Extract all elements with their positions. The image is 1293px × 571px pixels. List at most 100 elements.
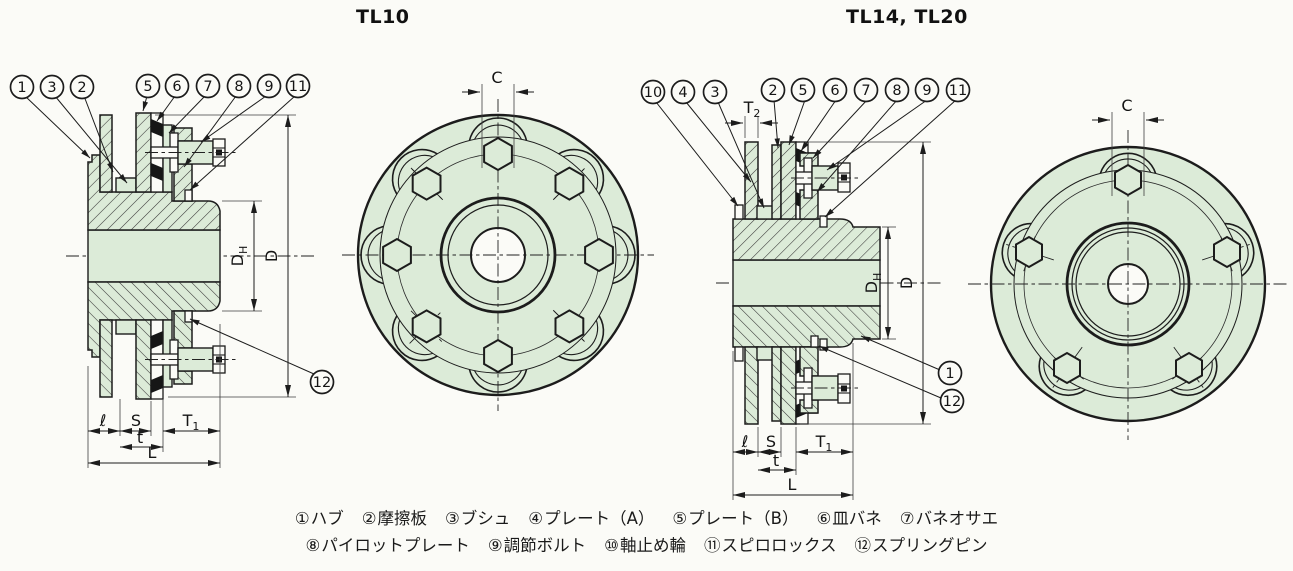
hub-section xyxy=(732,218,881,261)
callout-10: 10 xyxy=(640,79,666,105)
dim-label-d: D xyxy=(262,250,281,262)
bushing-section xyxy=(756,205,774,220)
friction-plate-section xyxy=(771,144,782,220)
scallop xyxy=(1099,152,1157,174)
svg-text:8: 8 xyxy=(234,79,243,95)
plate-b-section xyxy=(780,141,797,220)
bushing-section xyxy=(115,177,137,193)
tl14-shaft-bore xyxy=(732,259,881,307)
callout-3: 3 xyxy=(702,79,728,105)
tl10-title: TL10 xyxy=(356,6,410,28)
svg-text:2: 2 xyxy=(77,80,86,96)
bolt-hex xyxy=(483,137,513,171)
svg-text:7: 7 xyxy=(203,79,212,95)
dim-label-s: S xyxy=(131,411,141,430)
legend-item-7: ⑦バネオサエ xyxy=(899,509,999,528)
svg-text:11: 11 xyxy=(289,79,307,95)
tl14-section-view: T2 D DH ℓ S T1 t L xyxy=(640,77,971,500)
dim-label-t1: T1 xyxy=(182,411,200,433)
callout-7: 7 xyxy=(195,73,221,99)
bolt-hex xyxy=(483,339,513,373)
callout-9: 9 xyxy=(256,73,282,99)
dim-label-t: t xyxy=(137,428,143,447)
svg-text:6: 6 xyxy=(172,79,181,95)
bolt-hex xyxy=(1175,352,1203,384)
dim-label-l: L xyxy=(148,443,157,462)
dim-label-c: C xyxy=(1121,96,1132,115)
callout-11: 11 xyxy=(285,73,311,99)
retaining-ring-section xyxy=(734,204,744,220)
tl14-title: TL14, TL20 xyxy=(846,6,968,28)
dim-label-ell: ℓ xyxy=(741,432,749,451)
svg-text:6: 6 xyxy=(830,83,839,99)
bolt-hex xyxy=(411,166,442,201)
svg-text:4: 4 xyxy=(678,85,687,101)
svg-text:1: 1 xyxy=(17,80,26,96)
tl14-upper-parts xyxy=(732,141,881,261)
svg-text:5: 5 xyxy=(798,83,807,99)
bolt-hex xyxy=(1053,352,1081,384)
svg-text:3: 3 xyxy=(710,85,719,101)
tl10-front-view: C xyxy=(342,68,654,411)
legend-item-4: ④プレート（A） xyxy=(528,509,655,528)
dim-label-d: D xyxy=(897,277,916,289)
callout-6: 6 xyxy=(822,77,848,103)
legend-item-1: ①ハブ xyxy=(294,509,344,528)
dim-label-t: t xyxy=(773,451,779,470)
callout-6: 6 xyxy=(164,73,190,99)
legend-item-9: ⑨調節ボルト xyxy=(487,536,587,556)
legend-row-2: ⑧パイロットプレート ⑨調節ボルト ⑩軸止め輪 ⑪スピロロックス ⑫スプリングピ… xyxy=(0,532,1293,559)
tl14-lower-parts xyxy=(732,305,881,425)
bolt-hex xyxy=(1213,236,1241,268)
svg-text:1: 1 xyxy=(945,366,954,382)
dim-label-dh: DH xyxy=(228,246,250,267)
bolt-hex xyxy=(382,238,412,272)
dim-label-t1: T1 xyxy=(815,432,833,454)
plate-a-section xyxy=(744,141,759,220)
svg-text:5: 5 xyxy=(143,79,152,95)
legend-item-5: ⑤プレート（B） xyxy=(672,509,799,528)
legend-item-8: ⑧パイロットプレート xyxy=(305,536,470,556)
svg-text:7: 7 xyxy=(861,83,870,99)
svg-text:12: 12 xyxy=(313,375,331,391)
bolt-hex xyxy=(554,309,585,344)
bolt-hex xyxy=(554,166,585,201)
callout-9: 9 xyxy=(914,77,940,103)
spring-pin xyxy=(810,335,819,348)
legend-item-3: ③ブシュ xyxy=(444,509,511,528)
bolt-hex xyxy=(1114,164,1142,196)
callout-8: 8 xyxy=(884,77,910,103)
callout-3: 3 xyxy=(39,74,65,100)
callout-5: 5 xyxy=(790,77,816,103)
callout-4: 4 xyxy=(670,79,696,105)
callout-2: 2 xyxy=(69,74,95,100)
bolt-hex xyxy=(584,238,614,272)
disc-spring xyxy=(151,163,163,181)
dim-label-ell: ℓ xyxy=(99,411,107,430)
dim-label-c: C xyxy=(491,68,502,87)
legend-row-1: ①ハブ ②摩擦板 ③ブシュ ④プレート（A） ⑤プレート（B） ⑥皿バネ ⑦バネ… xyxy=(0,505,1293,532)
legend-item-10: ⑩軸止め輪 xyxy=(604,536,686,556)
dim-label-s: S xyxy=(766,432,776,451)
svg-text:9: 9 xyxy=(264,79,273,95)
callout-11: 11 xyxy=(945,77,971,103)
callout-12: 12 xyxy=(309,369,335,395)
tl10-callouts: 1 3 2 5 6 7 8 9 11 12 xyxy=(9,73,335,395)
bolt-hex xyxy=(411,309,442,344)
svg-text:8: 8 xyxy=(892,83,901,99)
callout-7: 7 xyxy=(853,77,879,103)
tl10-shaft-bore xyxy=(87,229,221,283)
svg-text:3: 3 xyxy=(47,80,56,96)
callout-1: 1 xyxy=(937,360,963,386)
callout-5: 5 xyxy=(135,73,161,99)
spirolox-pin xyxy=(184,189,193,202)
callout-1: 1 xyxy=(9,74,35,100)
tl14-front-view: C xyxy=(968,96,1288,440)
legend-item-2: ②摩擦板 xyxy=(361,509,427,528)
tl10-section-view: D DH ℓ S T1 t L xyxy=(9,73,335,468)
legend-item-12: ⑫スプリングピン xyxy=(854,536,988,556)
callout-12: 12 xyxy=(939,388,965,414)
svg-text:10: 10 xyxy=(644,85,662,101)
